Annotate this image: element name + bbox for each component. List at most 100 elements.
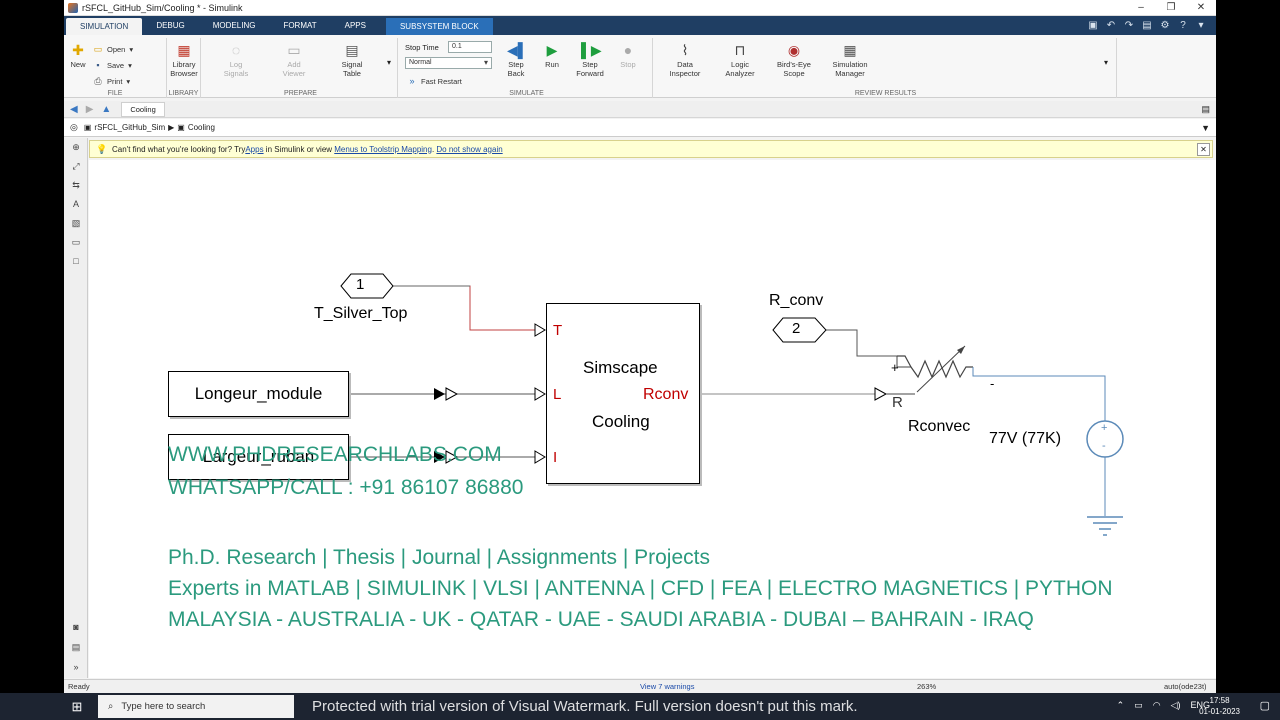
- fast-restart-icon: »: [409, 76, 415, 86]
- wifi-icon[interactable]: ◠: [1152, 700, 1161, 710]
- new-button[interactable]: ✚ New: [67, 42, 89, 69]
- model-canvas[interactable]: 1 T_Silver_Top R_conv 2 Longeur_module L…: [89, 160, 1216, 678]
- windows-start-icon[interactable]: ⊞: [71, 698, 83, 714]
- stop-time-input[interactable]: 0.1: [448, 41, 492, 53]
- language-indicator[interactable]: ENG: [1190, 700, 1210, 710]
- step-back-button[interactable]: ◀▌ Step Back: [501, 42, 531, 78]
- tray-chevron-icon[interactable]: ⌃: [1116, 700, 1125, 710]
- largeur-ruban-block[interactable]: Largeur_ruban: [168, 434, 349, 480]
- signal-line-t[interactable]: [393, 285, 535, 331]
- data-inspector-button[interactable]: ⌇ Data Inspector: [663, 42, 707, 78]
- outport-2-name: R_conv: [769, 292, 824, 309]
- port-rconv-label: Rconv: [643, 386, 689, 403]
- zoom-icon[interactable]: ⊕: [72, 142, 80, 152]
- prepare-expand-icon[interactable]: ▾: [387, 58, 392, 67]
- inport-1-shape[interactable]: [340, 273, 394, 299]
- library-group: ▦ Library Browser LIBRARY: [167, 38, 201, 98]
- tab-menu-icon[interactable]: ▤: [1201, 103, 1210, 114]
- save-dropdown-icon[interactable]: ▾: [128, 60, 132, 70]
- warnings-link[interactable]: View 7 warnings: [640, 682, 695, 691]
- box-icon[interactable]: □: [73, 256, 79, 266]
- tab-simulation[interactable]: SIMULATION: [66, 18, 143, 35]
- forward-arrow-icon[interactable]: ▶: [85, 103, 94, 115]
- longeur-module-block[interactable]: Longeur_module: [168, 371, 349, 417]
- simulation-manager-button[interactable]: ▦ Simulation Manager: [823, 42, 877, 78]
- log-label-1: Log: [229, 60, 243, 69]
- resistor-plus-sign: +: [891, 360, 899, 375]
- volume-icon[interactable]: ◁): [1170, 700, 1181, 710]
- library-browser-button[interactable]: ▦ Library Browser: [169, 42, 199, 78]
- address-dropdown-icon[interactable]: ▼: [1201, 122, 1210, 133]
- solver-indicator[interactable]: auto(ode23t): [1164, 682, 1207, 691]
- taskbar-clock[interactable]: 17:58 01-01-2023: [1199, 695, 1240, 717]
- restore-icon[interactable]: ❐: [1166, 2, 1176, 13]
- print-button[interactable]: ⎙ Print ▾: [93, 76, 130, 87]
- help-icon[interactable]: ?: [1180, 20, 1186, 31]
- settings-icon[interactable]: ⚙: [1160, 20, 1170, 31]
- fast-restart-toggle[interactable]: » Fast Restart: [407, 76, 461, 86]
- close-banner-icon[interactable]: ✕: [1197, 142, 1210, 156]
- model-tab-cooling[interactable]: Cooling: [121, 101, 165, 117]
- tab-modeling[interactable]: MODELING: [212, 21, 256, 30]
- print-dropdown-icon[interactable]: ▾: [126, 77, 131, 86]
- up-arrow-icon[interactable]: ▲: [101, 103, 112, 115]
- signal-line-rconv-out[interactable]: [826, 329, 897, 357]
- redo-icon[interactable]: ↷: [1124, 20, 1134, 31]
- save-button[interactable]: ▪ Save ▾: [93, 60, 132, 70]
- review-expand-icon[interactable]: ▾: [1104, 58, 1109, 67]
- stop-button[interactable]: ● Stop: [615, 42, 641, 69]
- camera-icon[interactable]: ◙: [73, 622, 79, 632]
- close-icon[interactable]: ✕: [1196, 2, 1206, 13]
- save-label: Save: [107, 60, 125, 70]
- simscape-cooling-subsystem[interactable]: Simscape Cooling T L I Rconv: [546, 303, 700, 484]
- watermark-countries: MALAYSIA - AUSTRALIA - UK - QATAR - UAE …: [168, 608, 1034, 631]
- new-icon: ✚: [72, 42, 84, 58]
- run-button[interactable]: ▶ Run: [539, 42, 565, 69]
- log-signals-button[interactable]: ◌ Log Signals: [216, 42, 256, 78]
- image-icon[interactable]: ▧: [71, 218, 81, 228]
- window-title: rSFCL_GitHub_Sim/Cooling * - Simulink: [82, 2, 243, 13]
- outport-2-shape[interactable]: [772, 317, 827, 343]
- birds-eye-scope-button[interactable]: ◉ Bird's-Eye Scope: [769, 42, 819, 78]
- step-forward-button[interactable]: ▌▶ Step Forward: [571, 42, 609, 78]
- area-icon[interactable]: ▭: [71, 237, 81, 247]
- status-bar: Ready View 7 warnings 263% auto(ode23t): [64, 679, 1216, 693]
- variable-resistor-icon[interactable]: [886, 345, 1106, 426]
- collapse-icon[interactable]: ▾: [1198, 20, 1204, 31]
- open-dropdown-icon[interactable]: ▾: [129, 45, 134, 54]
- network-icon[interactable]: ▭: [1134, 700, 1143, 710]
- be-label-2: Scope: [783, 69, 805, 78]
- folder-icon: ▭: [93, 44, 103, 54]
- tab-apps[interactable]: APPS: [344, 21, 366, 30]
- breadcrumb-root[interactable]: rSFCL_GitHub_Sim: [94, 123, 166, 132]
- tab-debug[interactable]: DEBUG: [156, 21, 185, 30]
- logic-analyzer-button[interactable]: ⊓ Logic Analyzer: [718, 42, 762, 78]
- signal-routing-icon[interactable]: ⇆: [72, 180, 80, 190]
- notification-icon[interactable]: ▢: [1259, 700, 1270, 712]
- apps-link[interactable]: Apps: [245, 144, 264, 154]
- menus-mapping-link[interactable]: Menus to Toolstrip Mapping: [334, 144, 432, 154]
- save-icon[interactable]: ▣: [1088, 20, 1098, 31]
- simulation-mode-select[interactable]: Normal: [405, 57, 492, 69]
- ground-icon[interactable]: [1087, 516, 1123, 536]
- library-label-1: Library: [172, 60, 196, 69]
- breadcrumb-child[interactable]: Cooling: [187, 123, 215, 132]
- tab-format[interactable]: FORMAT: [283, 21, 317, 30]
- add-label-2: Viewer: [282, 69, 306, 78]
- hide-browser-icon[interactable]: ◎: [70, 122, 78, 132]
- minimize-icon[interactable]: –: [1138, 2, 1144, 13]
- back-arrow-icon[interactable]: ◀: [70, 103, 78, 115]
- undo-icon[interactable]: ↶: [1106, 20, 1116, 31]
- do-not-show-again-link[interactable]: Do not show again: [436, 144, 503, 154]
- add-viewer-button[interactable]: ▭ Add Viewer: [274, 42, 314, 78]
- open-button[interactable]: ▭ Open ▾: [93, 44, 133, 55]
- fit-view-icon[interactable]: ⤢: [72, 161, 80, 171]
- tab-subsystem-block[interactable]: SUBSYSTEM BLOCK: [385, 18, 493, 35]
- taskbar-search-box[interactable]: ⌕ Type here to search: [98, 695, 294, 718]
- expand-palette-icon[interactable]: »: [73, 662, 79, 672]
- layout-icon[interactable]: ▤: [1142, 20, 1152, 31]
- voltage-source-icon[interactable]: [1086, 420, 1124, 516]
- property-inspector-icon[interactable]: ▤: [71, 642, 81, 652]
- signal-table-button[interactable]: ▤ Signal Table: [332, 42, 372, 78]
- annotation-icon[interactable]: A: [72, 199, 79, 209]
